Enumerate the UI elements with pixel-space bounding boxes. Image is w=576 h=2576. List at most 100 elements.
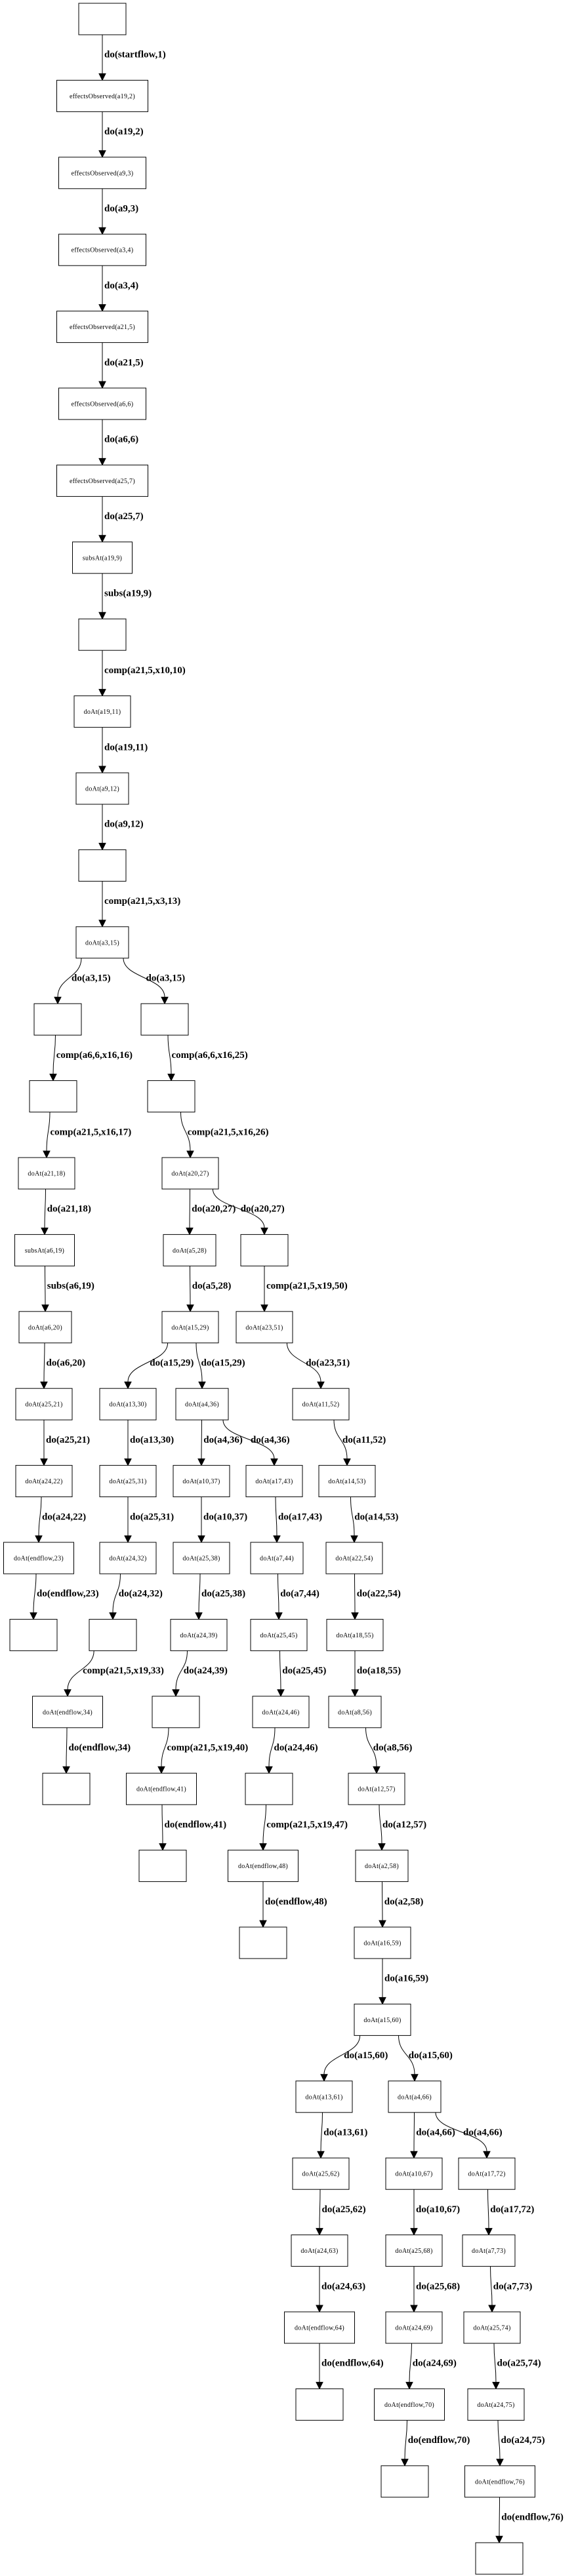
node-box [56,79,148,112]
node-box [3,1542,74,1574]
node-label: doAt(a25,62) [302,2171,339,2178]
state-node: doAt(endflow,76) [464,2465,535,2498]
edge-line [123,958,165,998]
edge-label: do(a20,27) [241,1204,285,1215]
edge-label: subs(a19,9) [104,589,152,599]
edge: subs(a19,9) [98,573,152,620]
arrowhead-icon [373,1766,381,1774]
edge: do(a24,39) [172,1650,228,1697]
arrowhead-icon [186,1304,194,1312]
edge-label: do(a11,52) [342,1435,386,1445]
node-label: subsAt(a6,19) [25,1247,64,1255]
state-node: doAt(endflow,70) [374,2388,445,2421]
node-box [173,1465,230,1498]
arrowhead-icon [273,1535,281,1544]
arrowhead-icon [35,1535,43,1544]
node-label: doAt(a25,74) [473,2325,510,2332]
state-node: effectsObserved(a3,4) [58,233,146,266]
edge: do(a21,5) [98,342,144,389]
node-box [140,1003,189,1036]
arrowhead-icon [379,1997,386,2005]
edge: comp(a21,5,x19,47) [259,1805,348,1851]
edge-line [320,2112,323,2152]
edge: do(endflow,41) [159,1805,226,1851]
edge: do(a25,21) [40,1420,90,1466]
node-box [240,1234,289,1266]
node-label: doAt(a24,75) [477,2402,514,2409]
edge-label: do(a3,15) [72,973,111,984]
empty-state-node [245,1772,293,1805]
state-node: subsAt(a6,19) [14,1234,75,1266]
arrowhead-icon [410,2151,418,2159]
edge: do(endflow,64) [316,2343,384,2390]
state-node: doAt(a24,46) [252,1696,310,1728]
edge-label: do(a12,57) [382,1820,426,1830]
arrowhead-icon [316,2305,323,2313]
arrowhead-icon [157,1766,165,1774]
edge: do(endflow,48) [259,1881,327,1928]
arrowhead-icon [410,2305,418,2313]
arrowhead-icon [186,1150,194,1159]
state-node: doAt(endflow,64) [284,2311,355,2344]
edge-line [44,1188,46,1228]
state-node: doAt(a16,59) [354,1926,411,1959]
edge: do(a3,15) [123,958,185,1005]
node-label: doAt(endflow,34) [43,1709,93,1716]
arrowhead-icon [259,1843,267,1851]
node-box [170,1618,228,1651]
edge-label: do(a8,56) [373,1743,413,1753]
arrowhead-icon [30,1612,37,1620]
edge-line [499,2497,500,2537]
node-box [325,1542,383,1574]
edge-line [409,2343,412,2383]
edge: do(a18,55) [351,1650,401,1697]
edge: do(a15,60) [320,2035,388,2082]
state-node: doAt(a7,73) [462,2234,516,2267]
node-label: doAt(a9,12) [85,786,119,793]
edge-label: comp(a21,5,x19,47) [266,1820,348,1830]
node-box [354,2003,411,2036]
edge: do(a17,72) [485,2189,534,2236]
edge: do(a25,7) [98,496,144,543]
arrowhead-icon [64,1689,72,1697]
node-box [464,2465,535,2498]
edge-line [279,1650,281,1690]
edge: do(endflow,76) [495,2497,564,2544]
node-box [318,1465,376,1498]
node-box [78,3,127,35]
node-box [245,1772,293,1805]
edge-label: comp(a21,5,x16,17) [51,1127,132,1137]
node-label: doAt(a24,39) [180,1632,217,1639]
edge: do(a13,61) [317,2112,367,2159]
node-box [245,1465,303,1498]
arrowhead-icon [492,2381,500,2390]
edge-line [112,1573,121,1613]
node-box [99,1542,157,1574]
edge-label: do(a25,62) [322,2204,366,2215]
edge-label: do(a10,67) [416,2204,460,2215]
node-label: doAt(a15,60) [363,2017,401,2024]
node-box [250,1542,304,1574]
state-node: doAt(a8,56) [328,1696,382,1728]
edge-label: comp(a6,6,x16,16) [56,1050,133,1061]
state-node: doAt(endflow,48) [228,1850,298,1883]
node-box [152,1696,200,1728]
state-node: doAt(a22,54) [325,1542,383,1574]
nodes-layer: effectsObserved(a19,2)effectsObserved(a9… [3,3,535,2575]
node-box [173,1542,230,1574]
edge-label: do(a23,51) [306,1358,350,1369]
node-label: subsAt(a19,9) [83,555,122,562]
arrowhead-icon [317,1381,325,1390]
edge: do(a19,11) [98,727,148,774]
edge-label: do(a25,21) [46,1435,90,1445]
edge-line [195,1342,203,1382]
node-box [89,1618,137,1651]
node-box [295,2080,353,2113]
node-label: doAt(a18,55) [336,1632,373,1639]
arrowhead-icon [317,2151,325,2159]
edge: do(a15,60) [398,2035,453,2082]
empty-state-node [295,2388,344,2421]
arrowhead-icon [41,1227,49,1236]
state-node: doAt(a25,74) [463,2311,521,2344]
state-node: doAt(a15,60) [354,2003,411,2036]
